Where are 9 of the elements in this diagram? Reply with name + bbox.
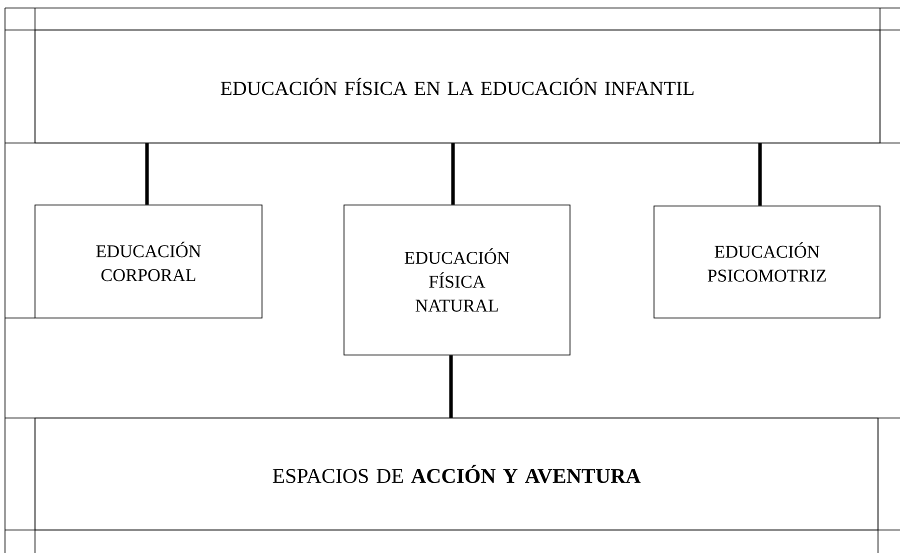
connector-line — [145, 143, 149, 205]
connector-line — [451, 143, 455, 205]
connector-line — [758, 143, 762, 206]
title-band: EDUCACIÓN FÍSICA EN LA EDUCACIÓN INFANTIL — [34, 30, 880, 144]
topic-box: EDUCACIÓN PSICOMOTRIZ — [654, 206, 880, 318]
topic-box: EDUCACIÓN CORPORAL — [34, 204, 262, 318]
bottom-band: ESPACIOS DE ACCIÓN Y AVENTURA — [34, 418, 878, 530]
topic-box: EDUCACIÓN FÍSICA NATURAL — [344, 204, 570, 356]
connector-line — [449, 355, 453, 418]
